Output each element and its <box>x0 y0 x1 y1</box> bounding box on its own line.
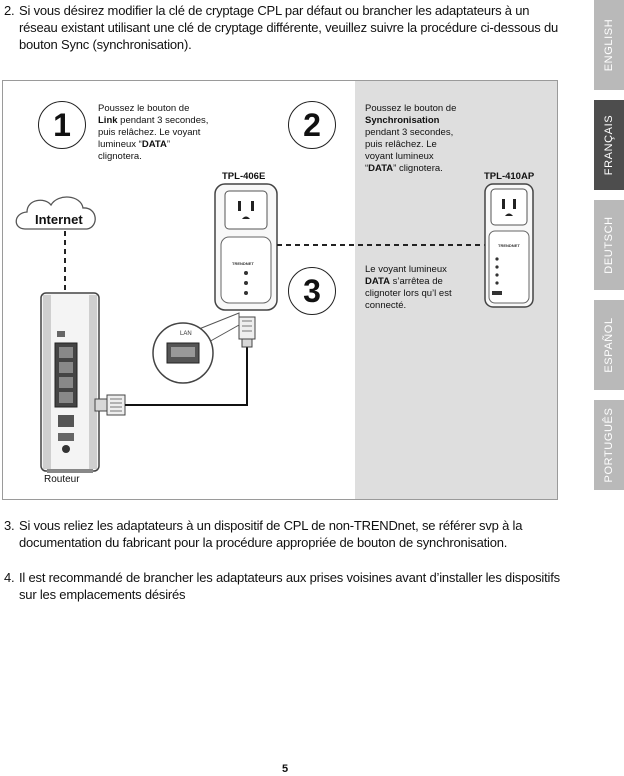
tpl-406e-adapter-icon <box>214 183 278 311</box>
page-number: 5 <box>281 763 289 775</box>
paragraph-number: 2. <box>4 3 15 18</box>
paragraph-text: Si vous reliez les adaptateurs à un disp… <box>19 518 523 550</box>
router-label: Routeur <box>44 474 80 485</box>
paragraph-step-2: 2. Si vous désirez modifier la clé de cr… <box>4 2 560 53</box>
ethernet-cable <box>125 343 248 406</box>
diagram-drawing: LAN TRENDNET <box>15 183 534 473</box>
tab-english[interactable]: ENGLISH <box>594 0 624 90</box>
tpl-410ap-adapter-icon <box>484 183 534 308</box>
tab-francais[interactable]: FRANÇAIS <box>594 100 624 190</box>
tab-espanol[interactable]: ESPAÑOL <box>594 300 624 390</box>
paragraph-text: Il est recommandé de brancher les adapta… <box>19 570 560 602</box>
tpl-410ap-brand-label: TRENDNET <box>498 243 520 248</box>
lan-port-callout-icon <box>152 312 240 384</box>
paragraph-number: 4. <box>4 570 15 585</box>
paragraph-step-4: 4. Il est recommandé de brancher les ada… <box>4 569 560 603</box>
router-icon <box>40 292 100 473</box>
paragraph-number: 3. <box>4 518 15 533</box>
paragraph-text: Si vous désirez modifier la clé de crypt… <box>19 3 559 52</box>
model-label-tpl-410ap: TPL-410AP <box>484 171 535 182</box>
lan-label: LAN <box>180 331 192 337</box>
internet-cloud-icon <box>15 196 96 230</box>
tab-deutsch[interactable]: DEUTSCH <box>594 200 624 290</box>
paragraph-step-3: 3. Si vous reliez les adaptateurs à un d… <box>4 517 560 551</box>
model-label-tpl-406e: TPL-406E <box>222 171 266 182</box>
ethernet-plug-adapter-icon <box>238 316 256 348</box>
tab-portugues[interactable]: PORTUGUÊS <box>594 400 624 490</box>
setup-diagram: LAN TRENDNET <box>2 80 558 500</box>
step-2-badge: 2 <box>288 101 336 149</box>
tpl-406e-brand-label: TRENDNET <box>232 261 254 266</box>
step-1-badge: 1 <box>38 101 86 149</box>
language-tabs: ENGLISH FRANÇAIS DEUTSCH ESPAÑOL PORTUGU… <box>594 0 624 776</box>
step-3-caption: Le voyant lumineux DATA s’arrêtea de cli… <box>365 264 452 311</box>
internet-label: Internet <box>35 212 83 227</box>
step-3-badge: 3 <box>288 267 336 315</box>
